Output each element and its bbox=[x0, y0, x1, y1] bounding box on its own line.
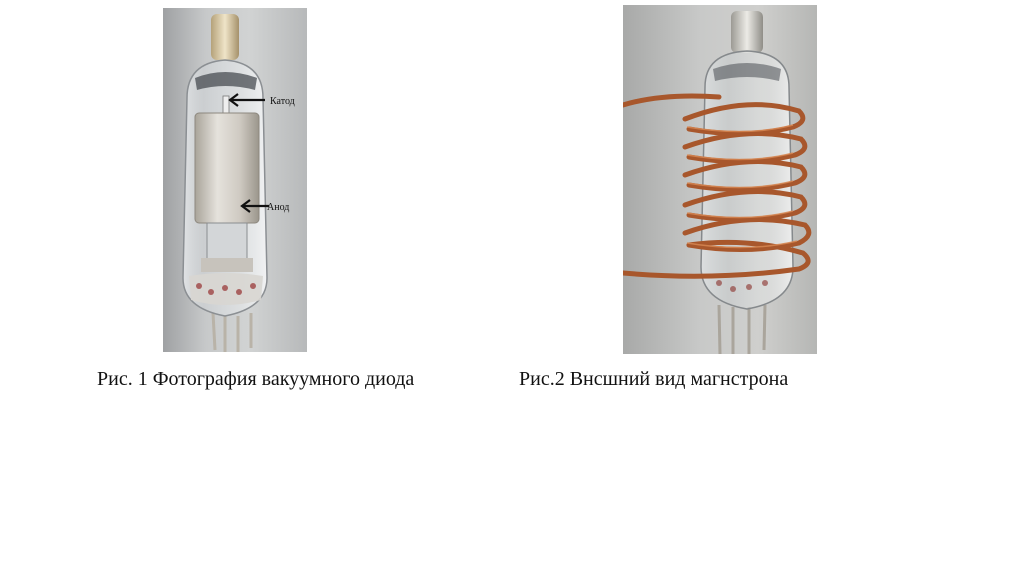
anode-label: Анод bbox=[267, 202, 289, 213]
figure-2-caption: Рис.2 Внсшний вид магнстрона bbox=[519, 368, 789, 390]
cathode-label: Катод bbox=[270, 96, 295, 107]
figure-1-caption: Рис. 1 Фотография вакуумного диода bbox=[97, 368, 415, 390]
magnetron-photo bbox=[623, 5, 817, 354]
vacuum-diode-photo: Катод Анод bbox=[163, 8, 307, 352]
